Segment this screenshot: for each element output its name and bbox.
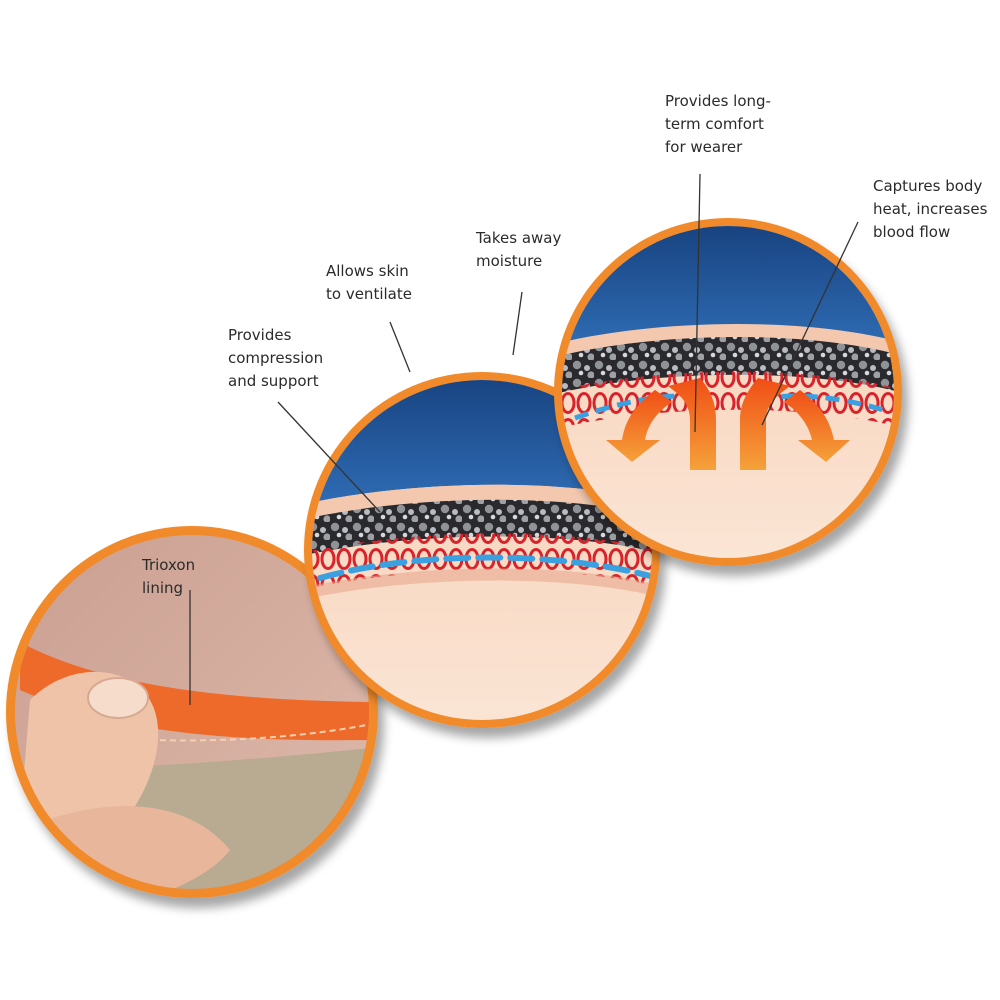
leader-lines [189, 173, 859, 705]
label-skin-ventilate: Allows skin to ventilate [326, 262, 412, 303]
label-long-term-comfort: Provides long- term comfort for wearer [665, 92, 771, 156]
label-compression-support: Provides compression and support [228, 326, 324, 390]
heat-arrow-up-right [740, 378, 790, 470]
leader-ventilate [389, 321, 411, 373]
leader-moisture [512, 291, 523, 356]
heat-arrow-left [606, 390, 672, 462]
leader-comfort [694, 173, 701, 433]
label-takes-away-moisture: Takes away moisture [476, 229, 562, 270]
heat-arrow-right [784, 390, 850, 462]
leader-heat [761, 221, 859, 426]
label-trioxon-lining: Trioxon lining [142, 556, 196, 597]
heat-arrow-up-left [668, 378, 716, 470]
leader-compression [277, 401, 381, 513]
label-captures-body-heat: Captures body heat, increases blood flow [873, 177, 988, 241]
heat-cross-section [562, 226, 894, 558]
